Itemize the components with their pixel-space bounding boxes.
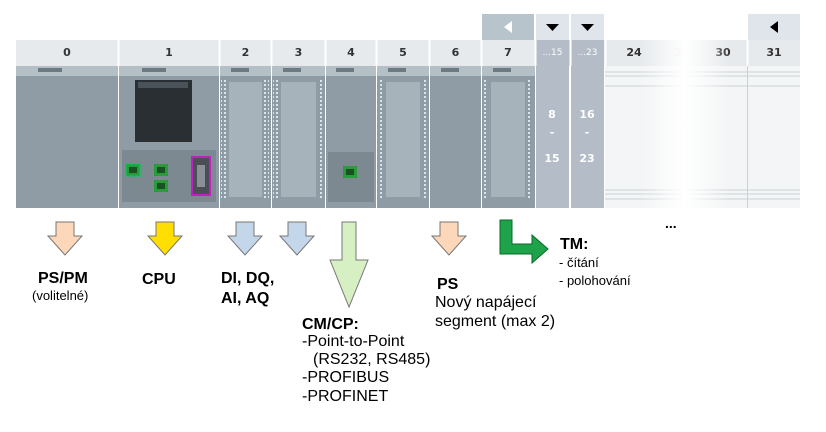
ps-desc-line2: segment (max 2) [435, 313, 556, 330]
module-ps-pm[interactable] [16, 66, 118, 208]
ps-pm-label: PS/PM [38, 270, 88, 287]
di-dq-arrow [226, 221, 264, 256]
slot-number[interactable]: 0 [63, 46, 71, 59]
tm-item: - polohování [559, 273, 631, 288]
slot-number[interactable]: 6 [451, 46, 460, 59]
slot-number[interactable]: ...23 [577, 48, 598, 58]
ai-aq-label: AI, AQ [221, 290, 270, 307]
expand-button-23[interactable] [571, 14, 604, 40]
arrow-left-icon [504, 21, 512, 33]
slot-number[interactable]: 1 [165, 46, 173, 59]
slot-number[interactable]: 31 [766, 46, 782, 59]
cm-cp-item: -PROFINET [302, 388, 389, 405]
scroll-left-button[interactable] [482, 14, 534, 40]
range-to: 23 [579, 152, 595, 165]
slot-number[interactable]: 4 [347, 46, 355, 59]
range-to: 15 [544, 152, 560, 165]
slot-number[interactable]: ...15 [542, 48, 563, 58]
arrow-left-icon [770, 21, 778, 33]
ps-label: PS [437, 276, 459, 293]
collapsed-slot-group-23[interactable] [571, 66, 604, 208]
slot-number[interactable]: 2 [241, 46, 250, 59]
cm-cp-label: CM/CP: [302, 316, 359, 333]
cm-cp-item-note: (RS232, RS485) [313, 351, 431, 368]
tm-label: TM: [560, 236, 589, 253]
range-dash: - [584, 126, 590, 139]
cpu-label: CPU [142, 271, 176, 288]
module-cm-cp[interactable] [326, 66, 376, 208]
tm-item: - čítání [559, 255, 599, 270]
chevron-down-icon [581, 24, 594, 31]
chevron-down-icon [546, 24, 559, 31]
slot-number[interactable]: 7 [504, 46, 512, 59]
cm-cp-arrow [329, 221, 369, 309]
slot-number[interactable]: 24 [626, 46, 642, 59]
ps-desc-line1: Nový napájecí [435, 294, 537, 311]
cm-cp-item: -Point-to-Point [302, 333, 405, 350]
ellipsis: ... [665, 215, 677, 231]
range-dash: - [549, 126, 555, 139]
collapsed-slot-group-15[interactable] [536, 66, 569, 208]
module-io-5[interactable] [377, 66, 429, 208]
scroll-right-button[interactable] [748, 14, 800, 40]
cm-cp-item: -PROFIBUS [302, 369, 390, 386]
empty-slots[interactable] [605, 40, 800, 208]
ai-aq-arrow [278, 221, 316, 256]
ps-arrow [430, 221, 468, 256]
tm-arrow [499, 219, 549, 265]
module-digital-io[interactable] [220, 66, 271, 208]
slot-number[interactable]: 3 [294, 46, 303, 59]
range-from: 8 [548, 108, 556, 121]
expand-button-15[interactable] [536, 14, 569, 40]
ps-pm-sublabel: (volitelné) [32, 288, 89, 303]
di-dq-label: DI, DQ, [221, 270, 275, 287]
slot-number[interactable]: 5 [399, 46, 407, 59]
module-analog-io[interactable] [272, 66, 325, 208]
module-cpu[interactable] [119, 66, 219, 208]
range-from: 16 [579, 108, 595, 121]
module-ps[interactable] [430, 66, 481, 208]
cpu-arrow [146, 221, 184, 256]
ps-pm-arrow [46, 221, 84, 256]
module-tm[interactable] [482, 66, 535, 208]
